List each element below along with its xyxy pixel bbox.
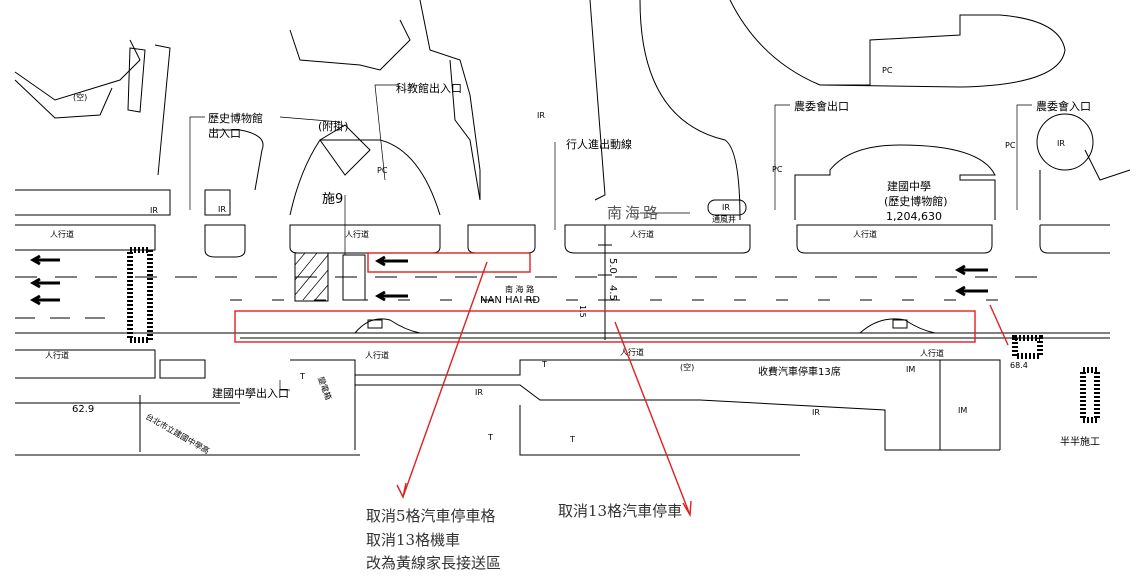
crosswalk-left (127, 247, 153, 343)
note-cancel-13-scooter-spaces: 取消13格機車 (366, 531, 460, 549)
label-attached: (附掛) (318, 119, 349, 133)
dim-5-0: 5.0 (607, 258, 618, 274)
label-sidewalk: 人行道 (50, 229, 74, 239)
label-sidewalk: 人行道 (920, 348, 944, 358)
label-paid-parking: 收費汽車停車13席 (758, 365, 841, 378)
label-vent: 通風井 (712, 214, 736, 224)
label-empty: (空) (680, 362, 694, 372)
annotations: 取消5格汽車停車格 取消13格機車 改為黃線家長接送區 取消13格汽車停車 (366, 502, 682, 572)
label-science-museum-gate: 科教館出入口 (396, 81, 462, 95)
label-pedestrian-flow: 行人進出動線 (566, 137, 632, 151)
label-history-museum-gate: 出入口 (208, 126, 241, 140)
code-ir: IR (475, 388, 483, 397)
code-im: IM (958, 406, 967, 415)
label-half-construction: 半半施工 (1060, 435, 1100, 448)
label-road-name: 南海路 (607, 204, 661, 222)
code-im: IM (906, 365, 915, 374)
dim-4-5: 4.5 (607, 285, 618, 301)
sidewalk-islands (15, 199, 1110, 423)
annotation-arrow-2 (614, 321, 692, 518)
code-t: T (487, 433, 493, 442)
label-school-sub: (歷史博物館) (884, 194, 948, 208)
code-pc: PC (772, 165, 783, 174)
note-cancel-5-car-spaces: 取消5格汽車停車格 (366, 507, 496, 525)
label-school-full: 台北市立建國中學高 (144, 411, 211, 456)
label-sidewalk: 人行道 (630, 229, 654, 239)
code-ir: IR (812, 408, 820, 417)
code-pc: PC (377, 166, 388, 175)
code-t: T (541, 360, 547, 369)
removed-parking-zone-upper (367, 252, 531, 273)
removed-parking-zone-lower (234, 310, 976, 343)
code-pc: PC (882, 66, 893, 75)
label-history-museum: 歷史博物館 (208, 111, 263, 125)
code-t: T (299, 372, 305, 381)
label-coa-entrance: 農委會入口 (1036, 99, 1091, 113)
label-school-name: 建國中學 (887, 179, 931, 193)
note-yellow-line-dropoff: 改為黃線家長接送區 (366, 554, 501, 572)
label-road-en: NAN HAI RD (480, 295, 540, 306)
red-markups (234, 252, 1009, 518)
code-ir: IR (218, 205, 226, 214)
label-coa-exit: 農委會出口 (794, 99, 849, 113)
label-empty: (空) (73, 92, 87, 102)
label-sidewalk: 人行道 (620, 347, 644, 357)
label-school-number: 1,204,630 (886, 210, 942, 223)
label-work-zone: 施9 (322, 192, 343, 207)
label-substation: 變電箱 (316, 375, 334, 401)
code-pc: PC (1005, 141, 1016, 150)
code-ir: IR (537, 111, 545, 120)
label-sidewalk: 人行道 (853, 229, 877, 239)
label-sidewalk: 人行道 (365, 350, 389, 360)
label-school-gate: 建國中學出入口 (212, 386, 289, 400)
note-cancel-13-car-parking: 取消13格汽車停車 (558, 502, 682, 520)
label-elevation-left: 62.9 (72, 404, 94, 415)
label-elevation-right: 68.4 (1010, 361, 1028, 370)
traffic-arrows (29, 254, 988, 306)
road-markings (15, 225, 1110, 456)
code-ir: IR (1057, 139, 1065, 148)
code-ir: IR (722, 203, 730, 212)
label-sidewalk: 人行道 (45, 350, 69, 360)
crosswalk-right (1080, 367, 1100, 423)
code-t: T (569, 435, 575, 444)
dim-1-5: 1.5 (578, 305, 587, 318)
label-road-spaced: 南 海 路 (505, 284, 534, 294)
annotation-arrow-1 (396, 261, 488, 500)
code-ir: IR (150, 206, 158, 215)
label-sidewalk: 人行道 (345, 229, 369, 239)
building-outlines (14, 0, 1131, 221)
